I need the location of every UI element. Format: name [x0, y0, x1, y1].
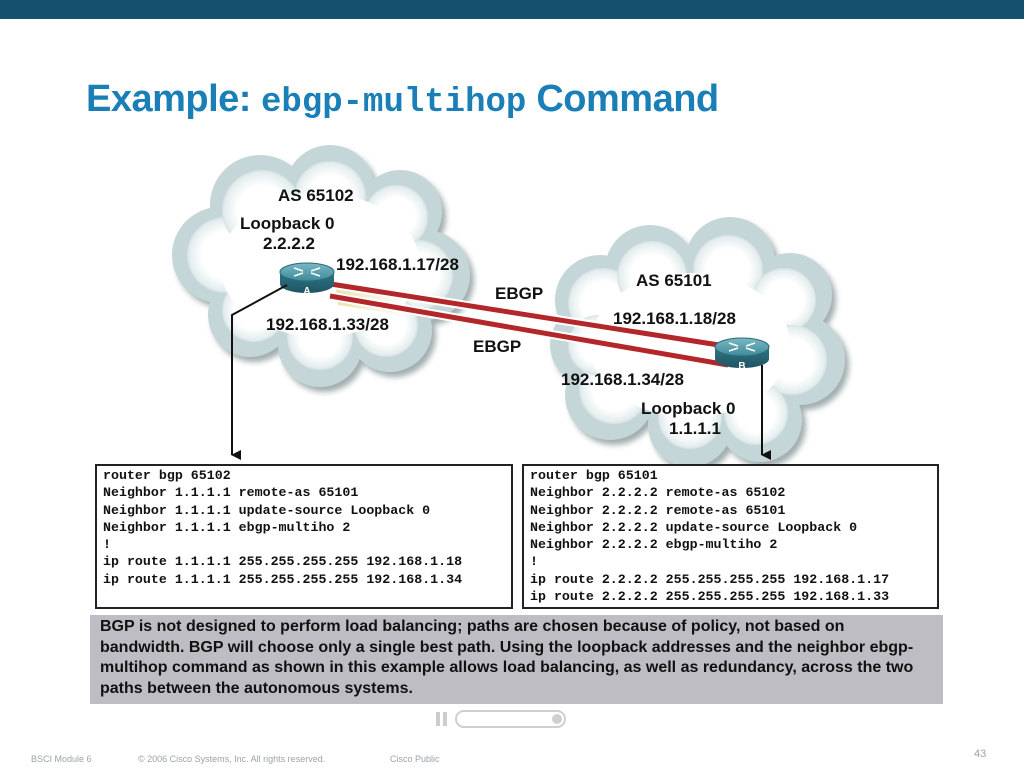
config-line: Neighbor 1.1.1.1 update-source Loopback … — [103, 502, 431, 518]
ebgp-link-bottom-line — [329, 293, 729, 368]
pause-icon[interactable] — [436, 712, 449, 726]
slide-title: Example: ebgp-multihop Command — [86, 78, 719, 122]
router-b-label: B — [738, 361, 745, 372]
scrollbar-thumb[interactable] — [552, 714, 562, 724]
config-line: Neighbor 1.1.1.1 ebgp-multiho 2 — [103, 519, 351, 535]
slide-progress-scrollbar[interactable] — [455, 710, 566, 728]
config-line: router bgp 65101 — [530, 468, 658, 483]
footer-copyright: © 2006 Cisco Systems, Inc. All rights re… — [138, 754, 326, 764]
router-a-ip-top: 192.168.1.17/28 — [336, 255, 459, 274]
footer-classification: Cisco Public — [390, 754, 440, 764]
config-line: ip route 2.2.2.2 255.255.255.255 192.168… — [530, 589, 890, 605]
router-b-ip-bottom: 192.168.1.34/28 — [561, 370, 684, 389]
router-a[interactable]: A — [279, 262, 335, 297]
loopback-left-label: Loopback 0 — [240, 214, 334, 233]
config-line: ip route 2.2.2.2 255.255.255.255 192.168… — [530, 571, 890, 587]
router-a-ip-bottom: 192.168.1.33/28 — [266, 315, 389, 334]
as-65101-label: AS 65101 — [636, 271, 712, 290]
as-65102-label: AS 65102 — [278, 186, 354, 205]
cloud-as-65102 — [172, 145, 470, 387]
top-banner — [0, 0, 1024, 19]
footer-module: BSCI Module 6 — [31, 754, 92, 764]
config-line: Neighbor 2.2.2.2 remote-as 65101 — [530, 502, 786, 518]
title-command: ebgp-multihop — [261, 84, 527, 122]
router-b-arrows-icon — [728, 342, 756, 352]
loopback-right-ip: 1.1.1.1 — [669, 419, 721, 438]
router-a-arrows-icon — [293, 267, 321, 277]
title-prefix: Example: — [86, 78, 262, 120]
title-suffix: Command — [526, 78, 719, 120]
ebgp-top-label: EBGP — [495, 284, 543, 303]
arrow-to-left-config — [231, 284, 288, 460]
config-line: Neighbor 2.2.2.2 ebgp-multiho 2 — [530, 537, 778, 553]
config-line: ! — [530, 554, 538, 570]
ebgp-bottom-label: EBGP — [473, 337, 521, 356]
ebgp-link-top-line — [317, 279, 739, 351]
config-line: Neighbor 2.2.2.2 remote-as 65102 — [530, 485, 786, 501]
loopback-left-ip: 2.2.2.2 — [263, 234, 315, 253]
router-b[interactable]: B — [714, 337, 770, 372]
config-line: Neighbor 2.2.2.2 update-source Loopback … — [530, 519, 858, 535]
config-line: ! — [103, 537, 111, 553]
page-number: 43 — [974, 748, 987, 760]
loopback-right-label: Loopback 0 — [641, 399, 735, 418]
config-line: router bgp 65102 — [103, 468, 231, 483]
config-line: ip route 1.1.1.1 255.255.255.255 192.168… — [103, 571, 463, 587]
router-a-label: A — [303, 286, 310, 297]
explanation-note: BGP is not designed to perform load bala… — [90, 615, 943, 704]
router-b-ip-top: 192.168.1.18/28 — [613, 309, 736, 328]
config-line: Neighbor 1.1.1.1 remote-as 65101 — [103, 485, 359, 501]
config-line: ip route 1.1.1.1 255.255.255.255 192.168… — [103, 554, 463, 570]
